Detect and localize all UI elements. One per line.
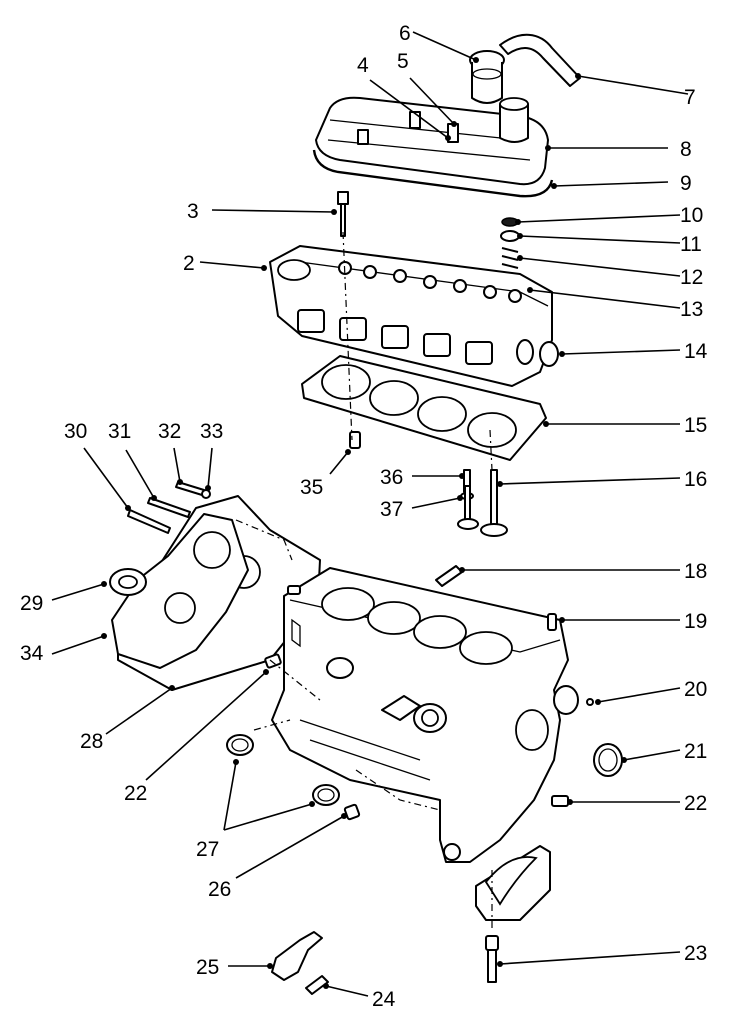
- callout-26: 26: [208, 878, 231, 901]
- callout-12: 12: [680, 266, 703, 289]
- callout-leaders: [51, 31, 689, 997]
- callout-27: 27: [196, 838, 219, 861]
- oil-gallery-plug-right: [551, 795, 569, 807]
- callout-9: 9: [680, 172, 692, 195]
- valve-small: [457, 485, 479, 530]
- callout-34: 34: [20, 642, 44, 665]
- cylinder-head-bolt: [337, 191, 349, 237]
- block-dowel: [547, 613, 557, 631]
- core-plug-rear: [593, 743, 623, 777]
- crank-sensor: [271, 931, 329, 995]
- valve-large: [480, 469, 508, 537]
- callout-20: 20: [684, 678, 707, 701]
- callout-36: 36: [380, 466, 403, 489]
- callout-7: 7: [684, 86, 696, 109]
- callout-24: 24: [372, 988, 396, 1011]
- breather-hose: [499, 33, 581, 87]
- callout-11: 11: [680, 233, 702, 256]
- core-plug-center: [312, 784, 340, 806]
- callout-30: 30: [64, 420, 87, 443]
- callout-29: 29: [20, 592, 43, 615]
- head-valve-bosses: [338, 261, 522, 303]
- cover-bolts: [127, 481, 211, 534]
- callout-23: 23: [684, 942, 707, 965]
- timing-cover: [111, 513, 249, 669]
- small-plug: [586, 698, 594, 706]
- crankshaft-oil-seal: [109, 568, 147, 596]
- head-gasket: [301, 355, 547, 461]
- dowel-pin: [349, 431, 361, 449]
- expansion-plug: [539, 341, 559, 367]
- main-bearing-bolt: [485, 935, 499, 983]
- assembly-centerlines: [235, 231, 493, 930]
- callout-31: 31: [108, 420, 131, 443]
- callout-21: 21: [684, 740, 707, 763]
- callout-2: 2: [183, 252, 195, 275]
- exhaust-ports: [297, 309, 493, 365]
- callout-4: 4: [357, 54, 369, 77]
- callout-19: 19: [684, 610, 707, 633]
- callout-10: 10: [680, 204, 703, 227]
- callout-6: 6: [399, 22, 411, 45]
- callout-18: 18: [684, 560, 707, 583]
- oil-filler-cap: [469, 50, 505, 104]
- callout-5: 5: [397, 50, 409, 73]
- callout-25: 25: [196, 956, 219, 979]
- callout-28: 28: [80, 730, 103, 753]
- callout-8: 8: [680, 138, 692, 161]
- cylinder-block: [271, 567, 579, 863]
- drain-plug: [343, 803, 361, 821]
- cylinder-head: [269, 245, 553, 387]
- callout-37: 37: [380, 498, 403, 521]
- callout-22b: 22: [684, 792, 707, 815]
- main-bearing-cap: [475, 845, 551, 921]
- valve-spring-assembly: [500, 217, 520, 277]
- callout-32: 32: [158, 420, 181, 443]
- callout-3: 3: [187, 200, 199, 223]
- callout-35: 35: [300, 476, 323, 499]
- rocker-cover-gasket: [312, 149, 554, 198]
- rocker-cover: [315, 96, 549, 186]
- callout-22a: 22: [124, 782, 147, 805]
- core-plug-left: [226, 734, 254, 756]
- callout-13: 13: [680, 298, 703, 321]
- callout-33: 33: [200, 420, 223, 443]
- callout-14: 14: [684, 340, 708, 363]
- callout-15: 15: [684, 414, 707, 437]
- oil-gallery-plug-left: [264, 653, 282, 669]
- callout-16: 16: [684, 468, 707, 491]
